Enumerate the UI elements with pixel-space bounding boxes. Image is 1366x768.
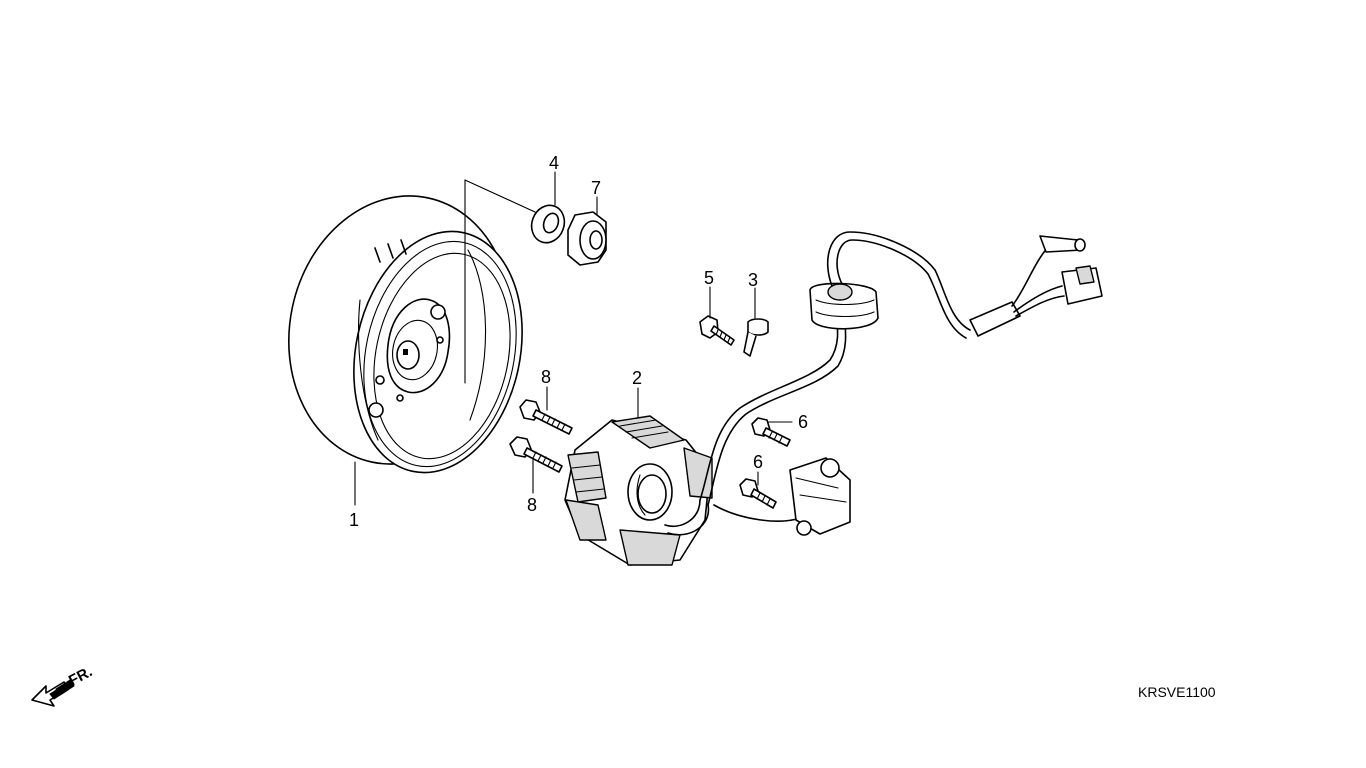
bolt-8-upper-part[interactable] [519, 399, 573, 435]
flywheel-part[interactable] [264, 175, 543, 488]
callout-5-label: 5 [704, 268, 714, 288]
bolt-6-upper-part[interactable] [751, 417, 791, 447]
callout-7-label: 7 [591, 178, 601, 198]
bolt-5-part[interactable] [699, 315, 735, 346]
callout-1-label: 1 [349, 510, 359, 530]
washer-part[interactable] [526, 201, 569, 248]
callout-2-label: 2 [632, 368, 642, 388]
front-arrow-icon [31, 679, 75, 707]
nut-part[interactable] [567, 211, 607, 266]
diagram-code: KRSVE1100 [1138, 684, 1216, 700]
callout-6-upper-label: 6 [798, 412, 808, 432]
wire-harness-part[interactable] [664, 231, 1103, 536]
flywheel-assembly-leader [464, 179, 536, 384]
callout-6-lower-label: 6 [753, 452, 763, 472]
stator-part[interactable] [564, 415, 713, 566]
clamp-part[interactable] [743, 318, 769, 357]
callout-8-upper-label: 8 [541, 367, 551, 387]
callout-3-label: 3 [748, 270, 758, 290]
callout-4-label: 4 [549, 153, 559, 173]
bolt-6-lower-part[interactable] [739, 478, 777, 509]
callout-8-lower-label: 8 [527, 495, 537, 515]
bolt-8-lower-part[interactable] [509, 436, 563, 473]
